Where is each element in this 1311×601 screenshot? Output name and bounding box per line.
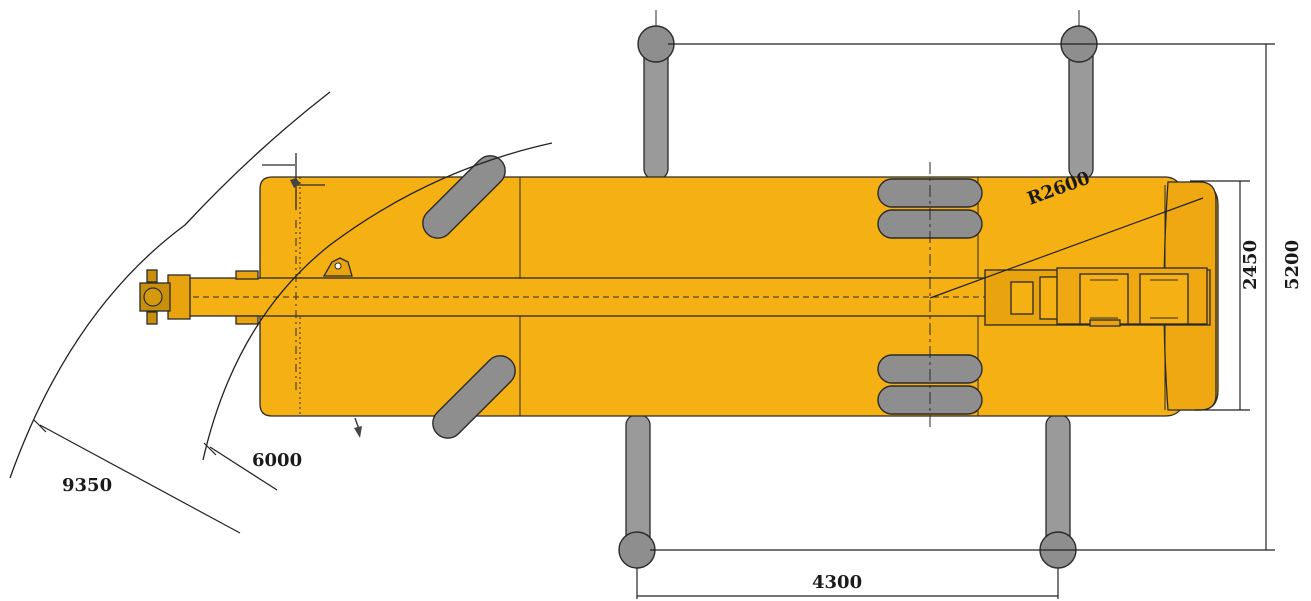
dimension-5200: 5200 bbox=[650, 43, 1303, 551]
boom bbox=[139, 269, 1014, 325]
inner-turning-arc bbox=[202, 142, 553, 461]
body-details bbox=[262, 153, 362, 438]
outrigger-rear-left bbox=[1068, 43, 1094, 180]
dimension-4300: 4300 bbox=[636, 568, 1059, 599]
outrigger-front-left bbox=[643, 43, 669, 180]
dimension-2450: 2450 bbox=[1190, 180, 1261, 411]
dimension-6000: 6000 bbox=[203, 442, 302, 491]
outrigger-length-label: 4300 bbox=[812, 572, 862, 593]
body-width-label: 2450 bbox=[1240, 240, 1261, 290]
front-wheels bbox=[422, 155, 516, 439]
outrigger-width-label: 5200 bbox=[1282, 240, 1303, 290]
rear-wheels bbox=[877, 162, 983, 430]
turning-radius-arcs bbox=[9, 91, 553, 479]
outer-radius-label: 9350 bbox=[62, 475, 112, 496]
outer-turning-arc bbox=[9, 91, 331, 479]
inner-radius-label: 6000 bbox=[252, 450, 302, 471]
turntable bbox=[984, 267, 1211, 327]
front-wheel-right bbox=[432, 355, 516, 439]
outrigger-rear-right bbox=[1045, 414, 1071, 551]
outrigger-front-right bbox=[625, 414, 651, 551]
outrigger-pad-front-right bbox=[618, 531, 656, 569]
front-wheel-left bbox=[422, 155, 506, 239]
dimension-9350: 9350 bbox=[33, 419, 241, 534]
